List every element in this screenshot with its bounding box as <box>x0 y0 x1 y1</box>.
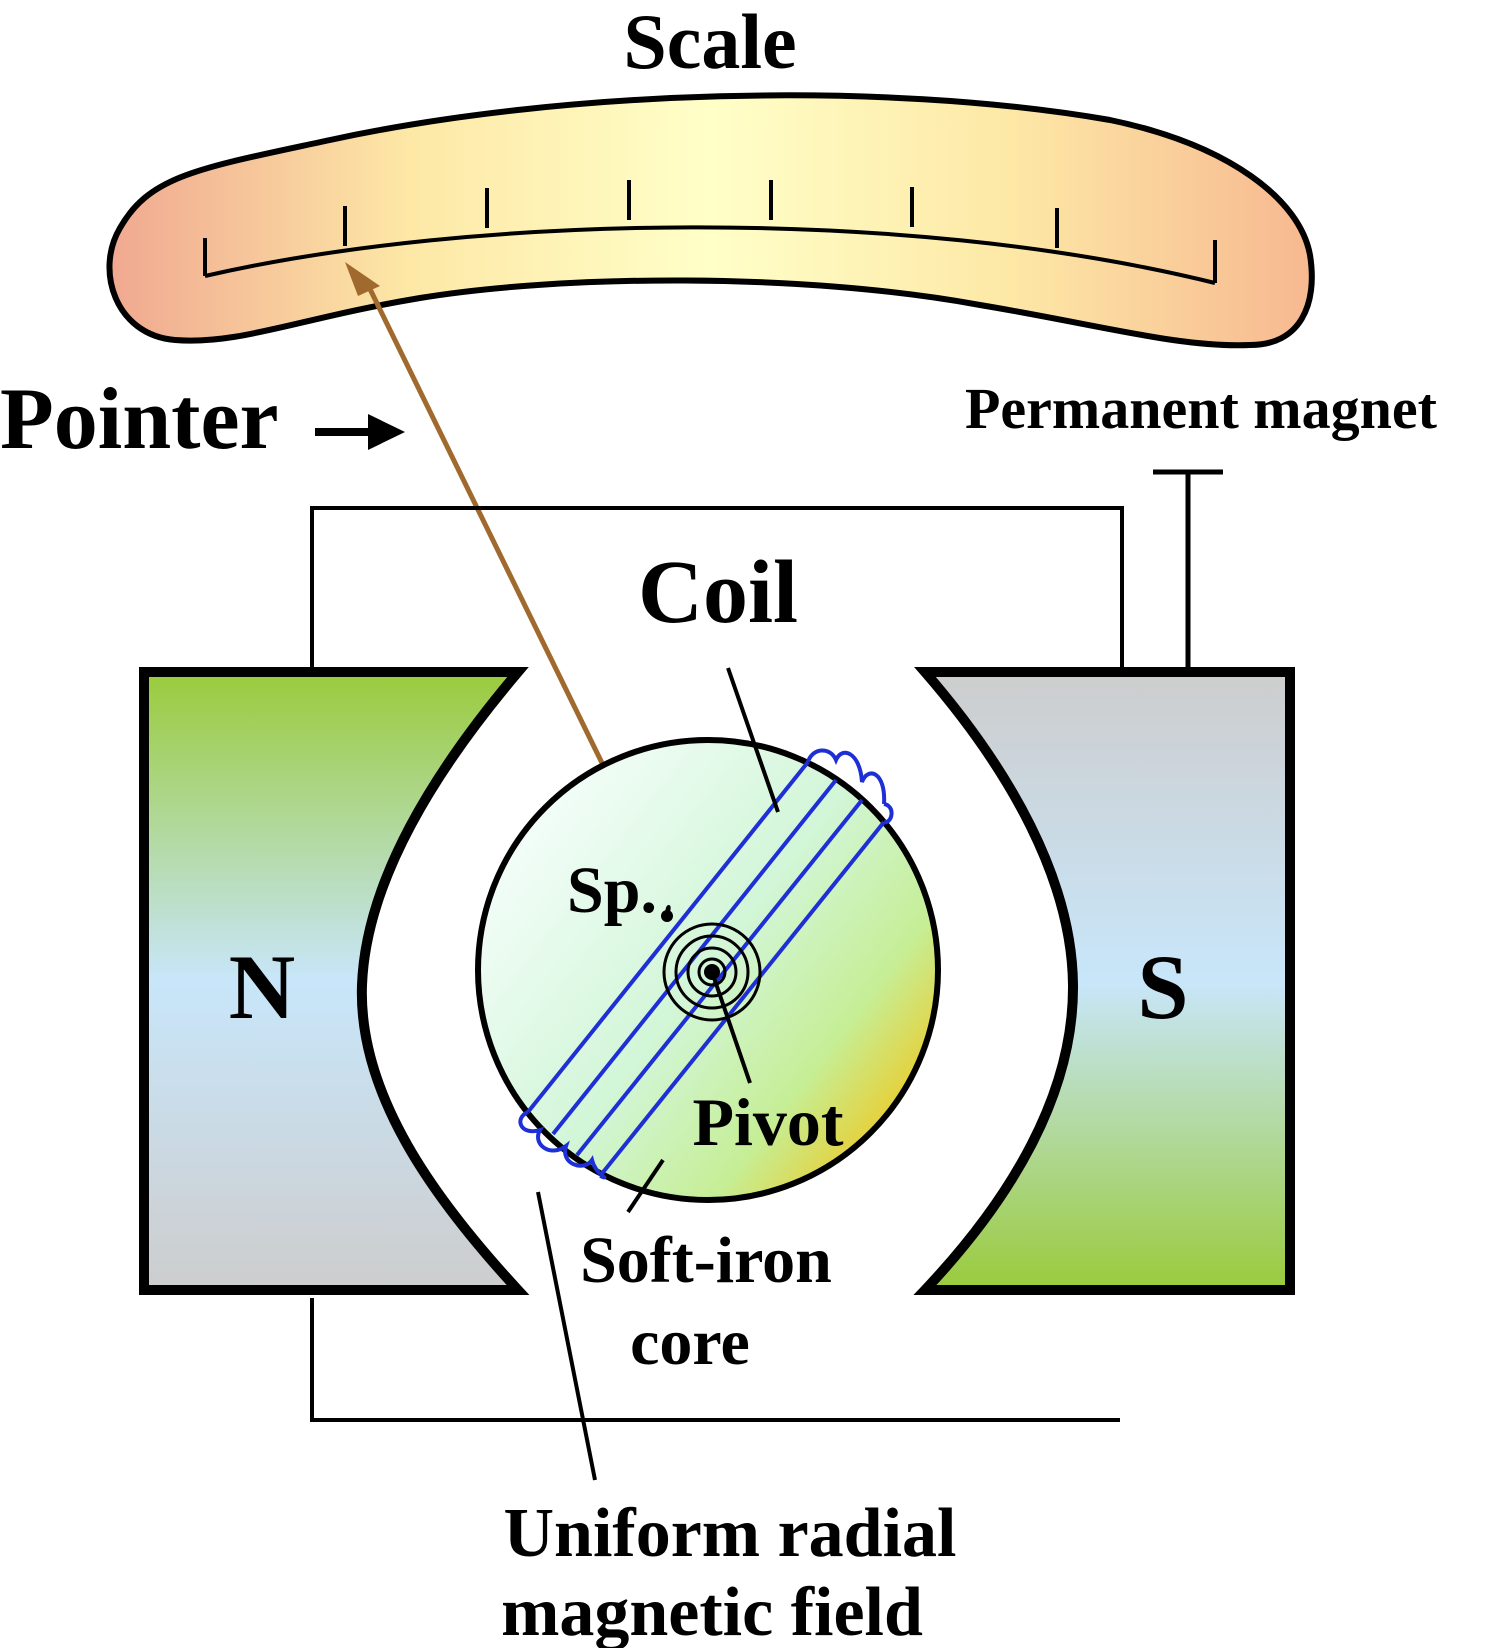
magnet-frame-top <box>310 506 1124 668</box>
core-leader <box>626 1158 665 1214</box>
permanent-magnet-leader <box>1153 469 1223 668</box>
pivot-label: Pivot <box>692 1084 843 1160</box>
pointer-label: Pointer <box>0 371 279 468</box>
scale-label: Scale <box>623 0 796 85</box>
south-pole-piece <box>913 667 1295 1295</box>
field-leader <box>536 1191 597 1481</box>
spiral-spring-icon <box>662 904 762 1022</box>
coil-label: Coil <box>638 543 798 642</box>
scale-ticks <box>203 180 1217 283</box>
field-label-line1: Uniform radial <box>503 1495 956 1572</box>
magnet-frame-bottom <box>310 1298 1120 1422</box>
core-label-line1: Soft-iron <box>580 1224 832 1297</box>
pointer-needle <box>365 283 605 765</box>
north-pole-piece <box>139 667 530 1295</box>
scale-arc <box>204 225 1216 285</box>
pivot-leader <box>710 971 752 1084</box>
coil-leader <box>726 667 780 813</box>
north-pole-label: N <box>229 936 295 1038</box>
spring-label: Sp. <box>567 854 657 927</box>
south-pole-label: S <box>1137 936 1188 1038</box>
pointer-arrowhead <box>345 262 380 296</box>
permanent-magnet-label: Permanent magnet <box>965 376 1438 441</box>
right-arrow-icon <box>315 414 405 450</box>
spring-point <box>661 910 673 922</box>
scale-band <box>106 92 1315 349</box>
core-label-line2: core <box>630 1306 750 1379</box>
field-label-line2: magnetic field <box>501 1574 923 1648</box>
